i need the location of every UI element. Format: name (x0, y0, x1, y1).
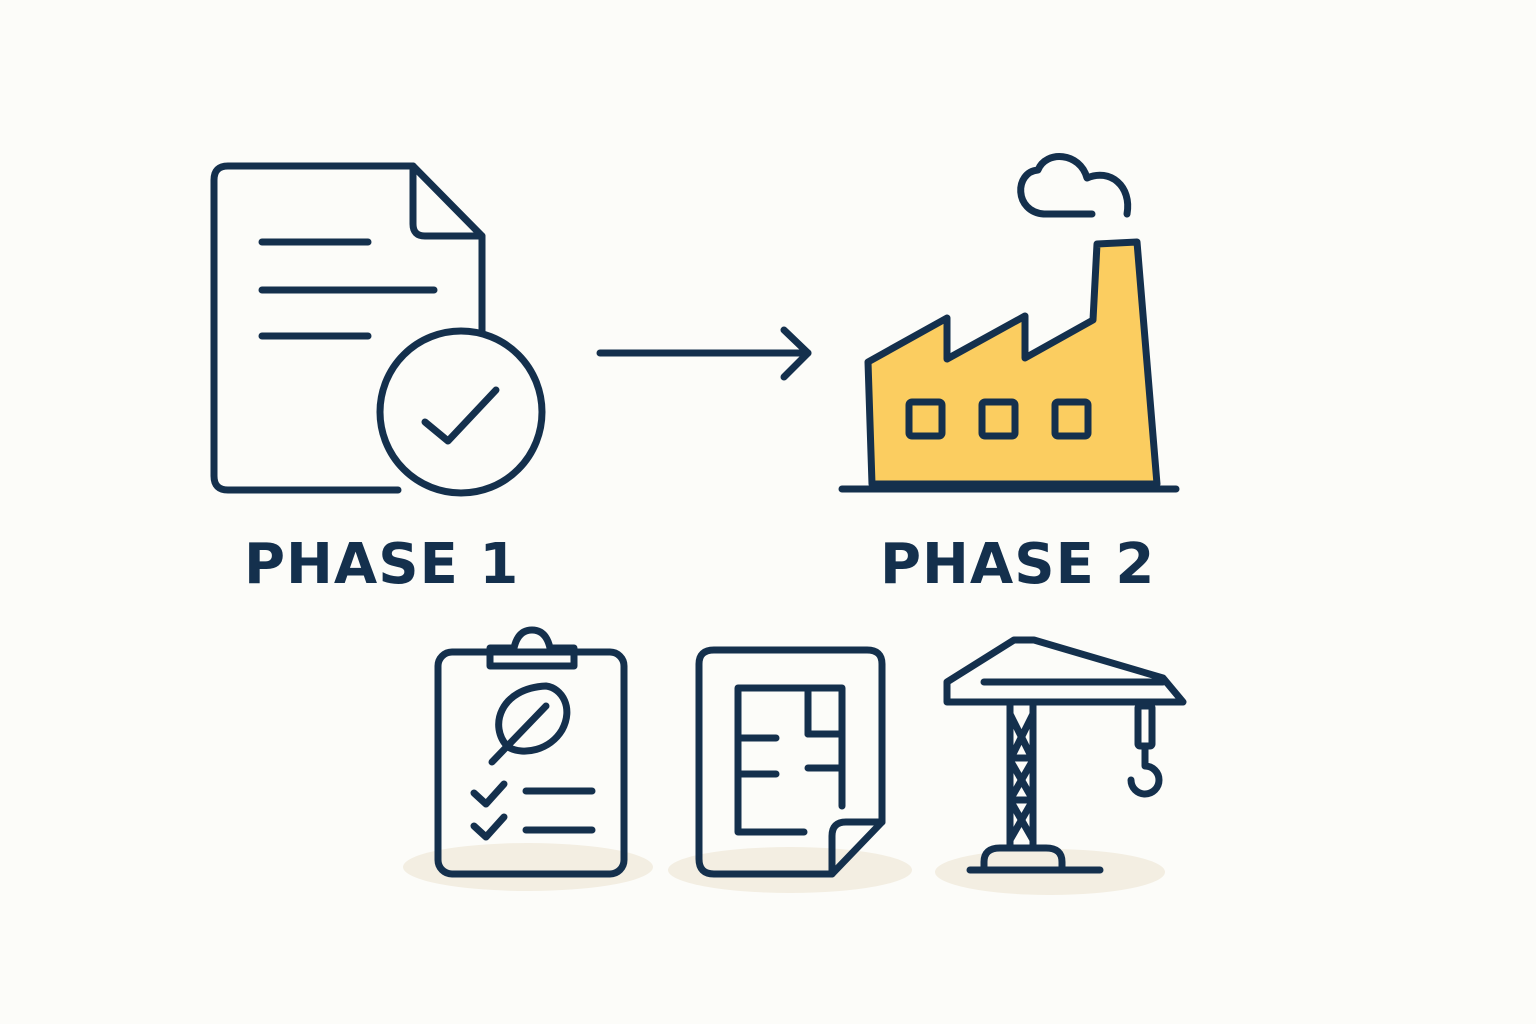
phase-1-label: PHASE 1 (244, 532, 520, 597)
check-icon (470, 813, 508, 841)
factory-icon (838, 153, 1180, 493)
leaf-icon (488, 682, 571, 766)
arrow-right-icon (596, 326, 812, 381)
smoke-cloud-icon (1017, 153, 1132, 218)
floor-plan-icon (695, 646, 886, 878)
phase-2-label: PHASE 2 (880, 532, 1156, 597)
tower-crane-icon (943, 636, 1187, 874)
checkmark-icon (421, 386, 500, 445)
environmental-checklist-icon (434, 626, 628, 878)
approved-document-icon (210, 162, 546, 497)
check-icon (470, 780, 508, 808)
check-badge (376, 327, 546, 497)
